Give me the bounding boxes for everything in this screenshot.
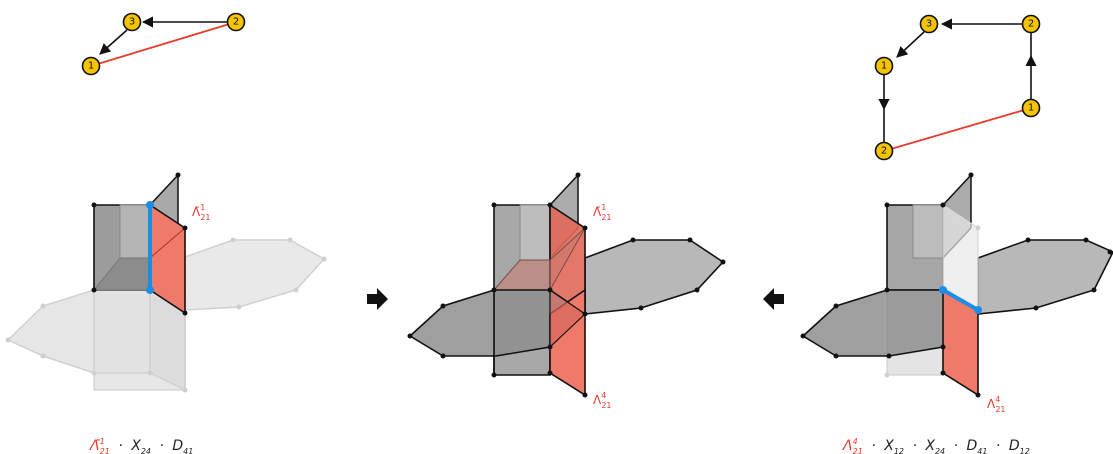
complex-left	[5, 172, 327, 393]
graph-edge	[99, 29, 128, 55]
graph-node-1: 1	[874, 56, 894, 76]
graph-node-3: 3	[122, 12, 142, 32]
graph-node-2: 2	[1021, 14, 1041, 34]
graph-node-2b: 2	[874, 141, 894, 161]
arrow-left-icon	[763, 288, 784, 310]
graph-node-1: 1	[81, 56, 101, 76]
svg-text:3: 3	[926, 19, 932, 30]
svg-text:1: 1	[1028, 103, 1034, 114]
svg-text:2: 2	[233, 17, 239, 28]
graph-node-1b: 1	[1021, 98, 1041, 118]
graph-red-edge	[90, 21, 237, 67]
svg-text:3: 3	[129, 17, 135, 28]
svg-text:1: 1	[881, 61, 887, 72]
svg-text:1: 1	[88, 61, 94, 72]
svg-text:2: 2	[881, 146, 887, 157]
graph-node-3: 3	[919, 14, 939, 34]
graph-right: 3 2 1 1 2	[874, 14, 1041, 161]
arrow-right-icon	[367, 288, 388, 310]
complex-center	[407, 172, 726, 398]
graph-edge	[896, 31, 925, 58]
complex-right	[800, 172, 1113, 398]
graph-left: 3 2 1	[81, 12, 246, 76]
graph-node-2: 2	[226, 12, 246, 32]
graph-red-edge	[883, 107, 1032, 152]
svg-text:2: 2	[1028, 19, 1034, 30]
